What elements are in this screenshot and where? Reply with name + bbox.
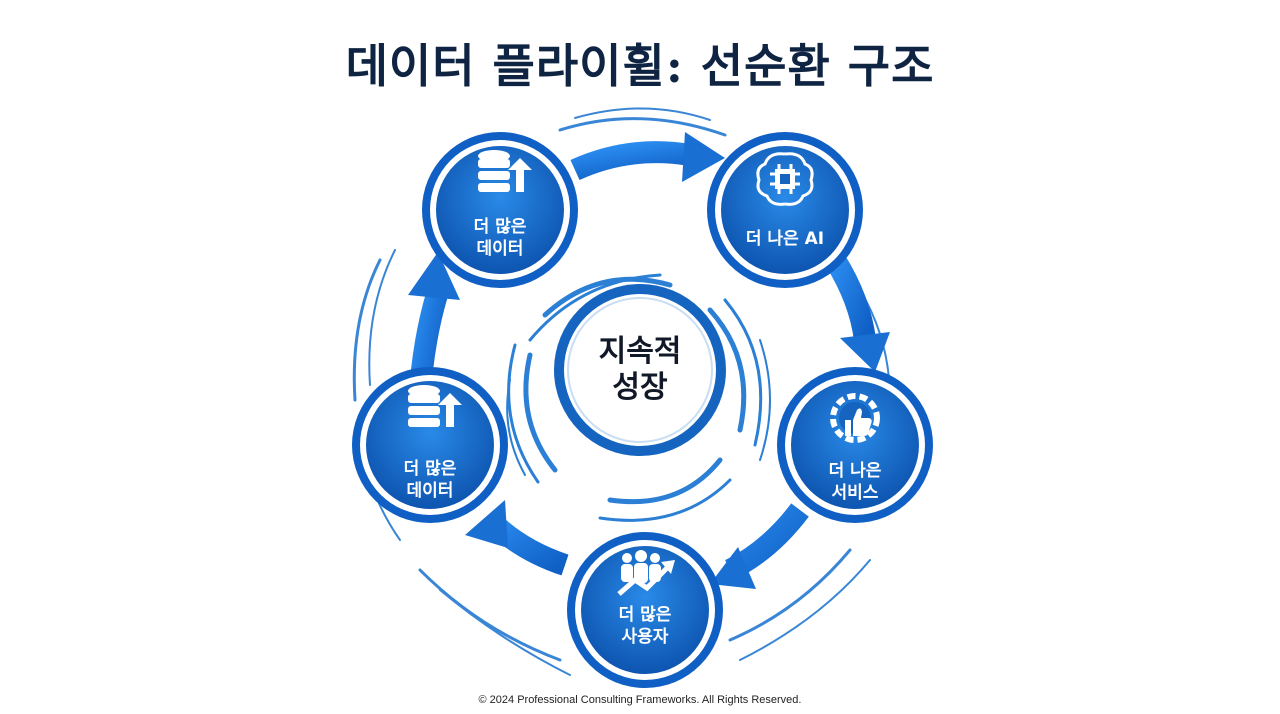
page-title: 데이터 플라이휠: 선순환 구조 xyxy=(345,39,935,93)
flywheel-graphic xyxy=(352,107,933,688)
node-better-ai xyxy=(707,132,863,288)
database-up-icon xyxy=(478,150,532,192)
database-up-icon xyxy=(408,385,462,427)
arrow-heads xyxy=(408,132,890,589)
flywheel-diagram: 더 많은 데이터 더 나은 AI 더 나은 서비스 더 많은 사용자 더 많은 … xyxy=(330,100,950,690)
node-better-service xyxy=(777,367,933,523)
node-more-data-left xyxy=(352,367,508,523)
node-more-users xyxy=(567,532,723,688)
users-growth-icon xyxy=(617,550,675,596)
center-hub xyxy=(554,284,726,456)
gear-thumbs-up-icon xyxy=(830,393,880,443)
brain-chip-icon xyxy=(756,152,814,206)
inner-swirl-lines xyxy=(506,273,771,522)
copyright-footer: © 2024 Professional Consulting Framework… xyxy=(478,694,802,706)
node-more-data-top xyxy=(422,132,578,288)
